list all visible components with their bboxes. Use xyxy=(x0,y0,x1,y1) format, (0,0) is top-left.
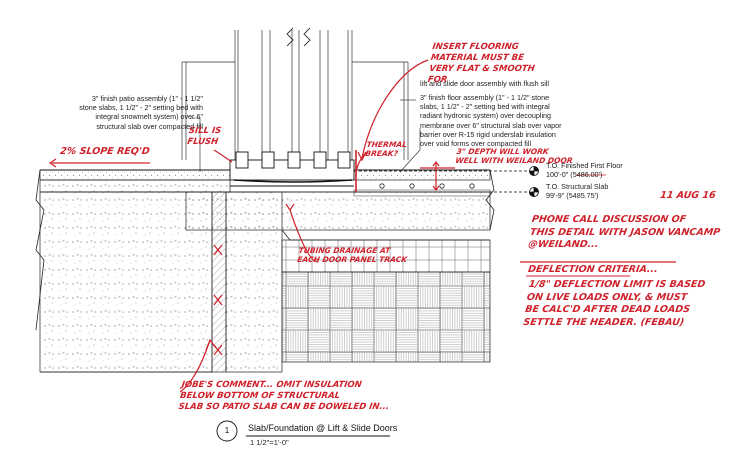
detail-title-block xyxy=(216,420,390,442)
slope-markup: 2% SLOPE REQ'D xyxy=(59,146,151,157)
tubing-drainage-markup: TUBING DRAINAGE AT EACH DOOR PANEL TRACK xyxy=(296,246,408,264)
sill-flush-markup: SILL IS FLUSH xyxy=(186,126,222,147)
red-markup-lines xyxy=(48,59,676,393)
date-markup: 11 AUG 16 xyxy=(659,190,717,201)
patio-assembly xyxy=(39,169,231,193)
patio-assembly-note: 3" finish patio assembly (1" - 1 1/2" st… xyxy=(79,94,203,131)
deflection-body-markup: 1/8" DEFLECTION LIMIT IS BASED ON LIVE L… xyxy=(522,279,707,328)
level-markers xyxy=(354,166,539,197)
phone-call-markup: PHONE CALL DISCUSSION OF THIS DETAIL WIT… xyxy=(527,214,721,250)
finished-floor-value: 100'-0" (5486.00') xyxy=(546,170,603,179)
floor-assembly-note: 3" finish floor assembly (1" - 1 1/2" st… xyxy=(420,93,562,149)
door-sill-track xyxy=(229,151,355,187)
jobe-comment-markup: JOBE'S COMMENT... OMIT INSULATION BELOW … xyxy=(177,380,390,412)
door-assembly-note: lift and slide door assembly with flush … xyxy=(420,79,550,88)
structural-slab-value: 99'-9" (5485.75') xyxy=(546,191,599,200)
note-leaders xyxy=(190,99,421,173)
detail-number: 1 xyxy=(224,426,230,435)
door-frame xyxy=(181,27,409,160)
depth-markup: 3" DEPTH WILL WORK WELL WITH WEILAND DOO… xyxy=(454,147,574,165)
break-lines xyxy=(35,169,495,373)
detail-title: Slab/Foundation @ Lift & Slide Doors xyxy=(248,423,398,433)
deflection-title-markup: DEFLECTION CRITERIA... xyxy=(527,264,659,275)
underslab-insulation xyxy=(281,239,491,363)
detail-scale: 1 1/2"=1'-0" xyxy=(250,438,289,447)
structural-slab-label: T.O. Structural Slab xyxy=(546,182,609,191)
inset-flooring-markup: INSERT FLOORING MATERIAL MUST BE VERY FL… xyxy=(427,42,536,85)
foundation-wall xyxy=(39,191,490,373)
finished-floor-label: T.O. Finished First Floor xyxy=(546,161,623,170)
thermal-break-markup: THERMAL BREAK? xyxy=(364,140,408,158)
